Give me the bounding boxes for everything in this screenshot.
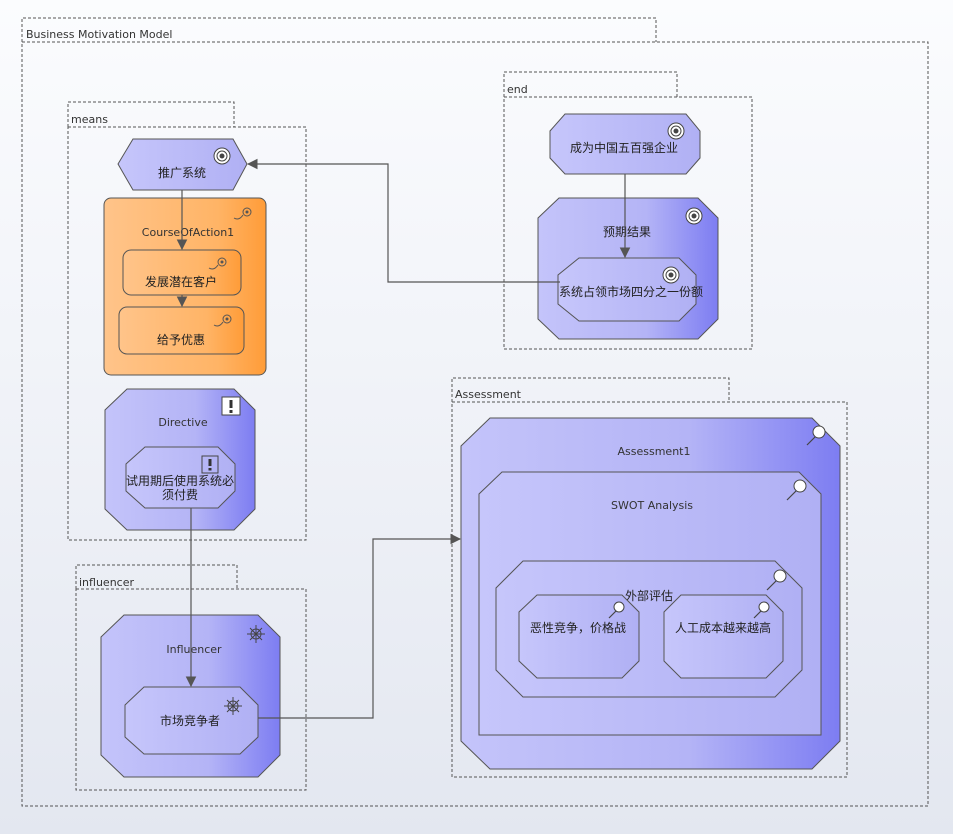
package-end-label: end (507, 83, 528, 96)
influencer-icon (247, 625, 265, 643)
assessment-icon (786, 479, 807, 501)
package-bmm[interactable]: Business Motivation Model (21, 17, 929, 807)
directive-label: Directive (158, 416, 208, 429)
swot-label: SWOT Analysis (611, 499, 693, 512)
give-discount-node[interactable]: 给予优惠 (118, 306, 245, 355)
target-icon (213, 147, 231, 165)
threat-labor-cost-node[interactable]: 人工成本越来越高 (663, 594, 784, 679)
threat-price-war-label: 恶性竞争，价格战 (530, 620, 626, 635)
external-assessment-label: 外部评估 (625, 588, 673, 603)
assessment-icon (608, 601, 625, 619)
influencer-icon (224, 697, 242, 715)
competitor-label: 市场竞争者 (160, 713, 220, 728)
package-means-label: means (71, 113, 108, 126)
give-discount-label: 给予优惠 (157, 333, 205, 347)
desired-result-label: 预期结果 (603, 225, 651, 239)
exclamation-icon (201, 455, 219, 474)
package-assessment-label: Assessment (455, 388, 522, 401)
package-assessment[interactable]: Assessment (451, 377, 848, 778)
target-icon (667, 122, 685, 140)
develop-customers-label: 发展潜在客户 (145, 274, 217, 289)
package-influencer-label: influencer (79, 576, 134, 589)
objective-label: 系统占领市场四分之一份额 (559, 284, 703, 299)
connector-competitor-to-assessment[interactable] (258, 533, 462, 719)
target-icon (685, 207, 703, 225)
assessment-icon (766, 569, 787, 591)
threat-labor-cost-label: 人工成本越来越高 (675, 620, 771, 635)
competitor-node[interactable]: 市场竞争者 (124, 686, 259, 755)
package-end[interactable]: end (503, 71, 753, 350)
package-bmm-label: Business Motivation Model (26, 28, 172, 41)
directive-rule-line1: 试用期后使用系统必 (126, 473, 234, 488)
exclamation-icon (221, 396, 241, 416)
assessment-icon (753, 601, 770, 619)
course-of-action-icon (208, 257, 227, 270)
connector-objective-to-strategy[interactable] (246, 158, 560, 283)
develop-customers-node[interactable]: 发展潜在客户 (122, 249, 242, 296)
directive-rule-node[interactable]: 试用期后使用系统必 须付费 (125, 446, 236, 509)
target-icon (662, 266, 680, 284)
strategy-node[interactable]: 推广系统 (117, 138, 248, 191)
directive-rule-line2: 须付费 (162, 488, 198, 502)
course-of-action-icon (213, 314, 232, 327)
course-of-action-label: CourseOfAction1 (142, 226, 234, 239)
assessment1-label: Assessment1 (618, 445, 691, 458)
vision-node[interactable]: 成为中国五百强企业 (549, 113, 701, 175)
assessment-icon (806, 425, 826, 446)
package-means[interactable]: means (67, 101, 307, 541)
objective-node[interactable]: 系统占领市场四分之一份额 (557, 257, 703, 322)
strategy-label: 推广系统 (158, 166, 206, 180)
influencer-label: Influencer (166, 643, 222, 656)
course-of-action-icon (233, 207, 252, 220)
threat-price-war-node[interactable]: 恶性竞争，价格战 (518, 594, 640, 679)
vision-label: 成为中国五百强企业 (570, 140, 678, 155)
